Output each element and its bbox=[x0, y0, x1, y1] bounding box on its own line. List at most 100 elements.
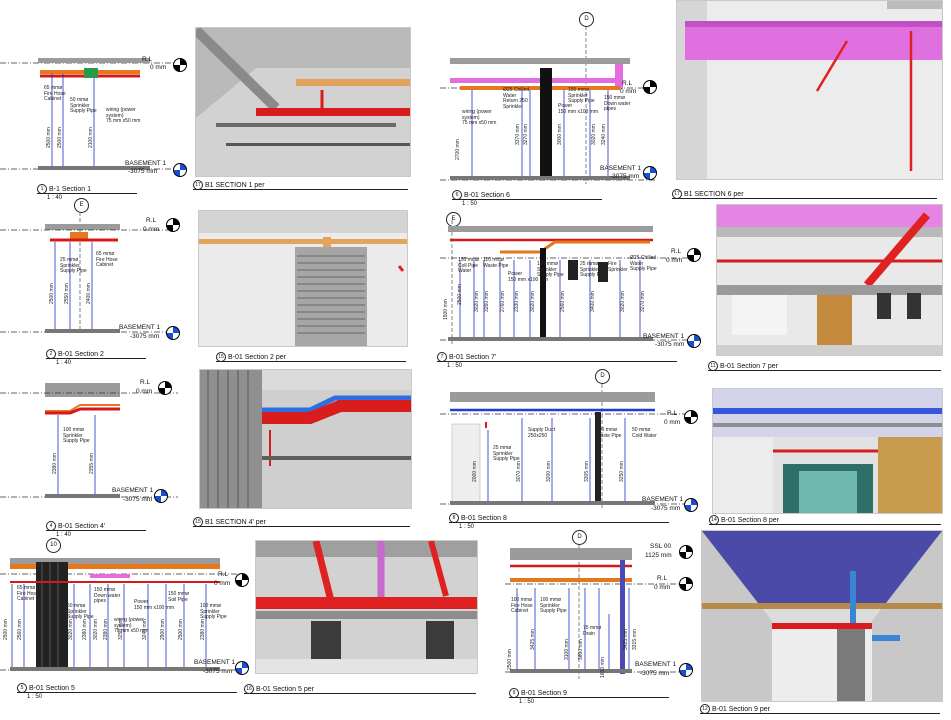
section-7-drawing bbox=[440, 220, 695, 345]
level-value: -3075 mm bbox=[128, 168, 158, 175]
view-title: B-01 Section 5 per bbox=[256, 685, 314, 693]
annotation: 25 mmø Sprinkler Supply Pipe bbox=[60, 257, 87, 274]
view-title: B-01 Section 9 bbox=[521, 689, 567, 697]
section-4-perspective bbox=[199, 369, 412, 509]
annotation: 65 mmø Fire Hose Cabinet bbox=[44, 85, 66, 102]
dimension: 3020 mm bbox=[68, 619, 74, 640]
dimension: 2400 mm bbox=[86, 283, 92, 304]
view-scale: 1 : 50 bbox=[459, 524, 475, 530]
section-2-perspective bbox=[198, 210, 408, 347]
dimension: 2000 mm bbox=[472, 461, 478, 482]
annotation: 150 mmø Down water pipes bbox=[604, 95, 631, 112]
annotation: 100 mmø Waste Pipe bbox=[596, 427, 622, 439]
level-target-icon bbox=[684, 498, 698, 512]
dimension: 3000 mm bbox=[557, 124, 563, 145]
level-value: -3075 mm bbox=[610, 173, 640, 180]
view-scale: 1 : 50 bbox=[447, 363, 463, 369]
section-6-drawing bbox=[440, 26, 655, 184]
level-target-icon bbox=[173, 58, 187, 72]
dimension: 2380 mm bbox=[200, 619, 206, 640]
level-value: -3075 mm bbox=[123, 496, 153, 503]
annotation: 150 mmø Coll Pipe Water bbox=[458, 257, 480, 274]
dimension: 3020 mm bbox=[620, 291, 626, 312]
level-value: 0 mm bbox=[654, 584, 671, 591]
annotation: 25 mmø Sprinkler Supply Pipe bbox=[493, 445, 520, 462]
view-title: B-01 Section 8 per bbox=[721, 516, 779, 524]
view-title: B-01 Section 5 bbox=[29, 684, 75, 692]
annotation: 100 mmø Sprinkler Supply Pipe bbox=[200, 603, 227, 620]
level-target-icon bbox=[166, 326, 180, 340]
annotation: 25 mmø Sprinkler Supply Pipe bbox=[580, 261, 607, 278]
level-value: -3075 mm bbox=[651, 505, 681, 512]
level-label: R.L bbox=[218, 571, 229, 578]
view-title: B-01 Section 7 per bbox=[720, 362, 778, 370]
dimension: 2500 mm bbox=[178, 619, 184, 640]
annotation: Supply Duct 250x250 bbox=[528, 427, 555, 439]
dimension: 3020 mm bbox=[530, 291, 536, 312]
dimension: 3425 mm bbox=[623, 629, 629, 650]
dimension: 3315 mm bbox=[632, 629, 638, 650]
level-value: -3075 mm bbox=[640, 670, 670, 677]
view-title: B-01 Section 2 per bbox=[228, 353, 286, 361]
level-label: R.L bbox=[622, 80, 633, 87]
level-target-icon bbox=[643, 80, 657, 94]
view-scale: 1 : 40 bbox=[56, 360, 72, 366]
level-value: 0 mm bbox=[150, 64, 167, 71]
grid-bubble: D bbox=[579, 12, 594, 27]
level-value: -3075 mm bbox=[130, 333, 160, 340]
level-label: BASEMENT 1 bbox=[600, 165, 642, 172]
level-value: 0 mm bbox=[666, 257, 683, 264]
dimension: 3200 mm bbox=[546, 461, 552, 482]
dimension: 3020 mm bbox=[591, 124, 597, 145]
annotation: Fire Sprinkler bbox=[608, 261, 628, 273]
level-target-icon bbox=[235, 661, 249, 675]
dimension: 2500 mm bbox=[46, 127, 52, 148]
level-value: 0 mm bbox=[214, 580, 231, 587]
dimension: 3370 mm bbox=[515, 124, 521, 145]
level-target-icon bbox=[158, 381, 172, 395]
grid-bubble: E bbox=[74, 198, 89, 213]
dimension: 3260 mm bbox=[484, 291, 490, 312]
annotation: 100 mmø Sprinkler Supply Pipe bbox=[63, 427, 90, 444]
view-title: B-1 Section 1 bbox=[49, 185, 92, 193]
dimension: 3425 mm bbox=[530, 629, 536, 650]
level-target-icon bbox=[166, 218, 180, 232]
view-scale: 1 : 50 bbox=[519, 699, 535, 705]
dimension: 3020 mm bbox=[93, 619, 99, 640]
level-label: BASEMENT 1 bbox=[194, 659, 236, 666]
level-target-icon bbox=[684, 410, 698, 424]
annotation: 100 mmø Sprinkler Supply Pipe bbox=[537, 261, 564, 278]
annotation: 150 mmø Sprinkler Supply Pipe bbox=[568, 87, 595, 104]
annotation: 50 mmø Sprinkler Supply Pipe bbox=[67, 603, 94, 620]
dimension: 2330 mm bbox=[514, 291, 520, 312]
dimension: 2560 mm bbox=[17, 619, 23, 640]
level-label: BASEMENT 1 bbox=[119, 324, 161, 331]
grid-bubble: 10 bbox=[46, 538, 61, 553]
grid-bubble: D bbox=[595, 369, 610, 384]
dimension: 2550 mm bbox=[64, 283, 70, 304]
dimension: 2500 mm bbox=[507, 649, 513, 670]
dimension: 2900 mm bbox=[160, 619, 166, 640]
section-8-drawing bbox=[440, 384, 685, 509]
annotation: Ø25 Chilled Water Supply Pipe bbox=[630, 255, 657, 272]
view-title: B1 SECTION 4' per bbox=[205, 518, 266, 526]
level-target-icon bbox=[643, 166, 657, 180]
section-8-perspective bbox=[712, 388, 943, 514]
level-label: R.L bbox=[671, 248, 682, 255]
dimension: 2380 mm bbox=[52, 453, 58, 474]
dimension: 3240 mm bbox=[601, 124, 607, 145]
section-2-drawing bbox=[0, 212, 178, 333]
view-title: B-01 Section 9 per bbox=[712, 705, 770, 713]
view-scale: 1 : 40 bbox=[47, 195, 63, 201]
level-value: 0 mm bbox=[136, 388, 153, 395]
level-label: R.L bbox=[140, 379, 151, 386]
dimension: 2500 mm bbox=[57, 127, 63, 148]
